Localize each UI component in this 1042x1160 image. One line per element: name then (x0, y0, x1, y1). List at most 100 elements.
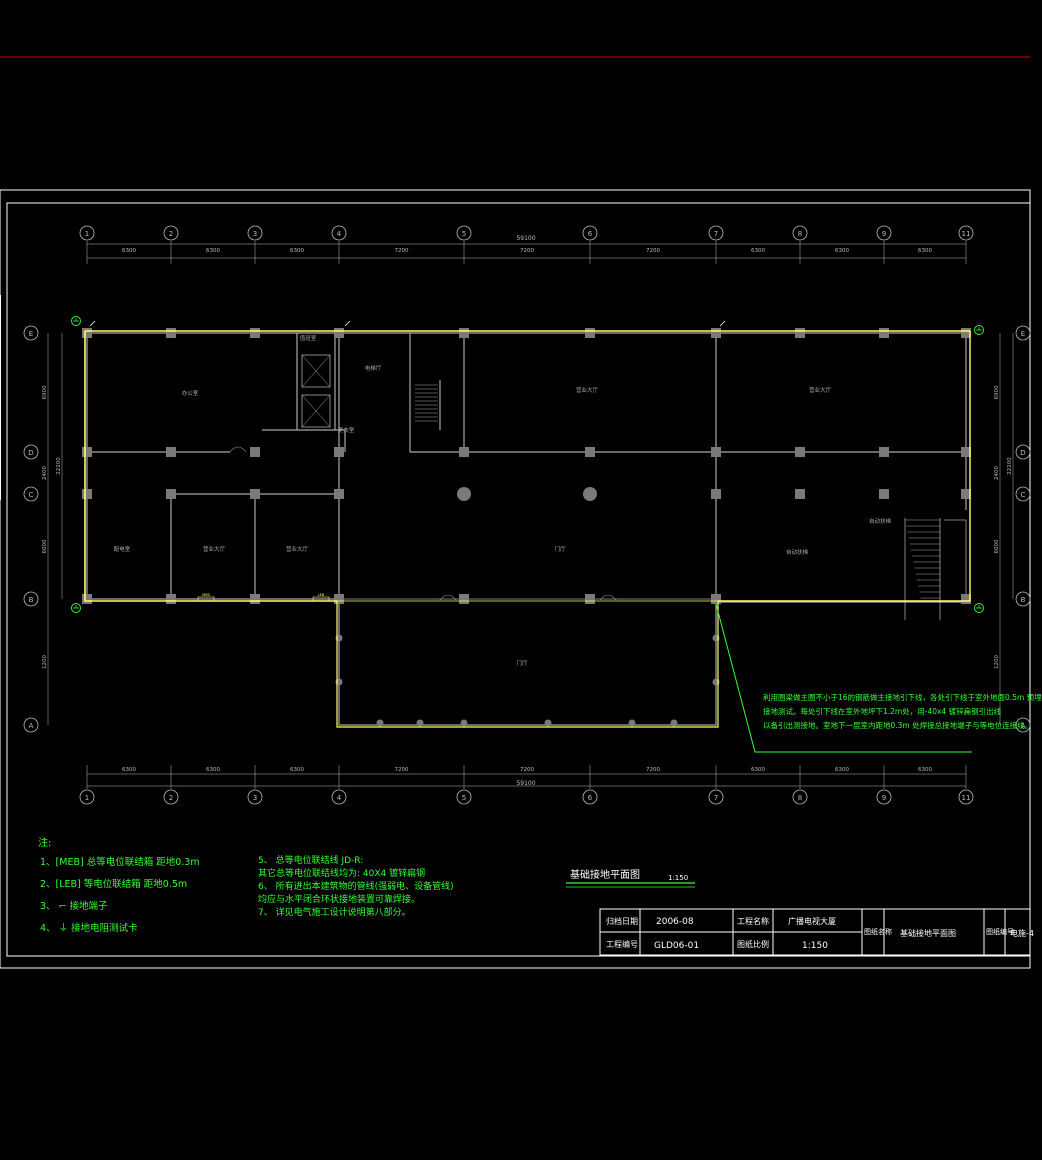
annotation-line-2: 接地测试。每处引下线在室外地坪下1.2m处，用-40x4 镀锌扁钢引出线 (763, 707, 1002, 716)
ground-test-point-icon (71, 603, 81, 613)
structural-column (879, 489, 889, 499)
note-item-3: 3、 ⌐ 接地端子 (40, 901, 108, 912)
bottom-axis-bubble (331, 789, 347, 805)
structural-column (166, 594, 176, 604)
column-layer (82, 328, 971, 727)
door-swing-arc (229, 446, 247, 453)
lobby-column (376, 719, 384, 727)
structural-column (82, 489, 92, 499)
left-axis-label: A (29, 722, 34, 730)
top-axis-label: 2 (169, 230, 173, 238)
structural-column (795, 328, 805, 338)
bottom-dim-text: 6300 (918, 767, 932, 773)
right-axis-bubble (1015, 325, 1031, 341)
room-label-escalator: 自动扶梯 (869, 517, 892, 525)
room-label: 配电室 (114, 545, 131, 553)
tb-archive-date-label: 归档日期 (606, 916, 638, 926)
bottom-axis-label: 6 (588, 794, 593, 802)
structural-column (879, 447, 889, 457)
right-axis-bubble (1015, 591, 1031, 607)
bottom-axis-bubble (582, 789, 598, 805)
grounding-ring-lobby (336, 601, 719, 728)
tb-project-no-label: 工程编号 (606, 939, 638, 949)
structural-column (795, 447, 805, 457)
door-swing-arc (439, 594, 457, 601)
structural-column (459, 447, 469, 457)
bottom-dim-text: 7200 (395, 767, 409, 773)
bottom-dim-text: 7200 (646, 767, 660, 773)
tb-project-name-label: 工程名称 (737, 916, 769, 926)
structural-column (334, 447, 344, 457)
right-axis-label: B (1021, 596, 1026, 604)
bottom-dim-text: 6300 (835, 767, 849, 773)
grounding-ring-west (84, 331, 337, 602)
structural-column (334, 489, 344, 499)
room-label: 自动扶梯 (786, 548, 809, 556)
room-label: 更衣室 (338, 426, 355, 434)
annotation-line-3: 以备引出测接地。室地下一层室内距地0.3m 处焊接总接地端子与等电位连接线。 (763, 721, 1033, 730)
structural-column (250, 489, 260, 499)
left-dim-text: 6000 (42, 539, 48, 553)
bottom-axis-bubble (163, 789, 179, 805)
bottom-total-dim: 59100 (516, 780, 535, 787)
room-label: 营业大厅 (576, 386, 599, 394)
top-axis-bubble (958, 225, 974, 241)
structural-column (585, 328, 595, 338)
annotation-line-1: 利用圈梁做主圈不小于16的钢筋做主接地引下线，各处引下线于室外地面0.5m 预埋 (763, 693, 1042, 702)
lobby-column (460, 719, 468, 727)
bottom-dim-text: 6300 (290, 767, 304, 773)
left-total-dim: 22200 (56, 457, 62, 475)
tb-project-name: 广播电视大厦 (788, 916, 836, 926)
room-label: 值班室 (300, 334, 317, 342)
elevator-cross (301, 394, 331, 428)
structural-column (82, 447, 92, 457)
ground-terminal-icon (719, 320, 726, 327)
top-axis-label: 3 (253, 230, 257, 238)
top-axis-label: 9 (882, 230, 886, 238)
elevator-car-1 (301, 354, 331, 388)
top-dim-text: 6300 (918, 248, 932, 254)
structural-column (82, 594, 92, 604)
left-axis-bubble (23, 591, 39, 607)
right-axis-label: D (1020, 449, 1025, 457)
bottom-dim-text: 7200 (520, 767, 534, 773)
top-axis-bubble (163, 225, 179, 241)
note-item-5b: 其它总等电位联结线均为: 40X4 镀锌扁钢 (258, 869, 426, 879)
bottom-axis-bubble (792, 789, 808, 805)
top-dim-text: 7200 (646, 248, 660, 254)
bottom-dim-text: 6300 (122, 767, 136, 773)
round-column (457, 487, 471, 501)
top-axis-bubble (331, 225, 347, 241)
drawing-title: 基础接地平面图 (570, 868, 640, 881)
tb-drawing-name-label: 图纸名称 (864, 927, 892, 936)
top-dim-text: 6300 (122, 248, 136, 254)
elevator-car-2 (301, 394, 331, 428)
meb-box-icon (197, 596, 215, 602)
structural-column (334, 594, 344, 604)
structural-column (711, 447, 721, 457)
left-dim-text: 1200 (42, 655, 48, 669)
bottom-axis-label: 9 (882, 794, 886, 802)
right-axis-bubble (1015, 717, 1031, 733)
round-column (583, 487, 597, 501)
top-dim-text: 6300 (290, 248, 304, 254)
bottom-axis-label: 11 (962, 794, 971, 802)
right-dim-text: 6900 (994, 385, 1000, 399)
right-dim-text: 1200 (994, 655, 1000, 669)
right-dim-text: 6000 (994, 539, 1000, 553)
bottom-axis-bubble (958, 789, 974, 805)
left-axis-label: B (29, 596, 34, 604)
top-axis-bubble (582, 225, 598, 241)
right-axis-bubble (1015, 444, 1031, 460)
structural-column (250, 447, 260, 457)
left-dim-text: 6900 (42, 385, 48, 399)
right-total-dim: 22200 (1007, 457, 1013, 475)
room-label: 营业大厅 (286, 545, 309, 553)
bottom-axis-bubble (456, 789, 472, 805)
structural-column (459, 594, 469, 604)
structural-column (961, 489, 971, 499)
drawing-scale: 1:150 (668, 874, 688, 882)
room-label: 营业大厅 (203, 545, 226, 553)
bottom-axis-bubble (247, 789, 263, 805)
